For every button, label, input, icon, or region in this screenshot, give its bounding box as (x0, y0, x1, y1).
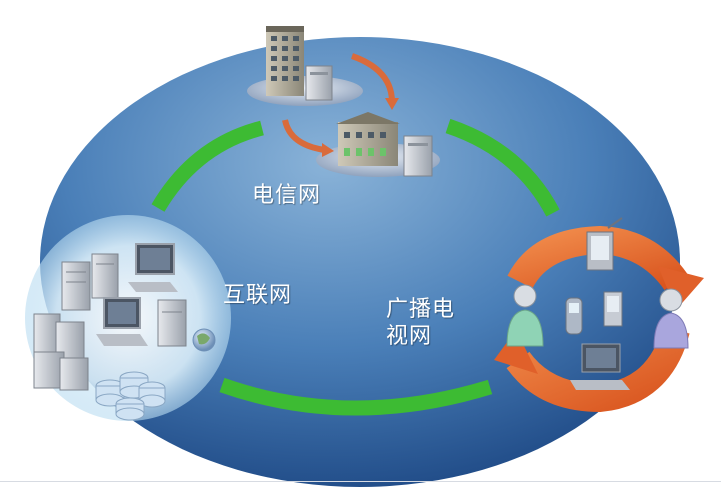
server-icon (305, 65, 333, 101)
telecom-cluster (247, 26, 440, 177)
telecom-arrow-right (350, 53, 395, 103)
server-icon (157, 299, 187, 347)
server-icon (59, 357, 89, 391)
arc-top-right (445, 118, 560, 217)
broadcast-label-line2: 视网 (386, 324, 433, 349)
cycle-arrow-bottom (506, 326, 690, 413)
pda-icon (586, 217, 623, 271)
arc-top-left (151, 120, 264, 212)
person-icon (653, 288, 689, 349)
broadcast-cluster (494, 217, 704, 413)
telecom-arrow-left (282, 119, 326, 153)
laptop-icon (570, 343, 630, 390)
small-building-icon (336, 112, 400, 166)
arc-bottom (219, 377, 493, 416)
workstation-icon (96, 297, 148, 346)
bottom-divider (0, 481, 721, 482)
platform-top (247, 76, 363, 106)
database-icon (95, 371, 166, 421)
person-icon (506, 284, 544, 347)
phone-icon (565, 297, 583, 335)
internet-network-label: 互联网 (223, 283, 293, 308)
green-connection-arcs (151, 118, 560, 416)
workstation-icon (128, 243, 178, 292)
tall-building-icon (266, 26, 304, 96)
internet-cluster (25, 215, 231, 421)
server-icon (61, 261, 91, 311)
telecom-network-label: 电信网 (252, 183, 322, 208)
server-icon (91, 253, 119, 299)
pda-icon (603, 291, 623, 327)
broadcast-label-line1: 广播电 (386, 297, 456, 322)
server-icon (403, 135, 433, 177)
broadcast-tv-network-label: 广播电 视网 (386, 296, 455, 350)
globe-icon (192, 328, 216, 352)
